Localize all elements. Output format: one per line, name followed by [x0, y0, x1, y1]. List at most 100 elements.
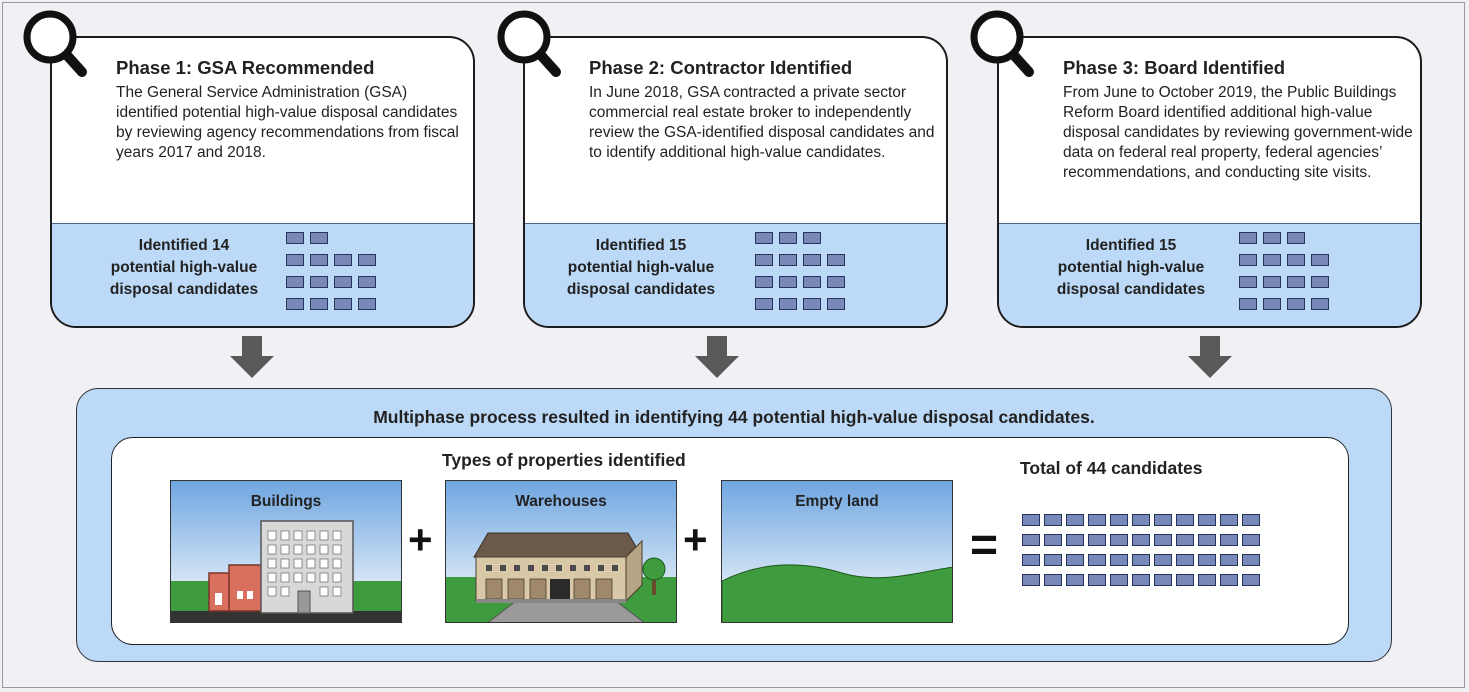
- candidate-square: [1239, 276, 1257, 288]
- candidate-square: [286, 254, 304, 266]
- total-title: Total of 44 candidates: [1020, 458, 1203, 478]
- candidate-square: [1242, 574, 1260, 586]
- candidate-square: [1220, 554, 1238, 566]
- candidate-square: [1287, 298, 1305, 310]
- phase-1-title: Phase 1: GSA Recommended: [116, 57, 375, 78]
- candidate-square: [1311, 254, 1329, 266]
- plus-sign-2: +: [683, 516, 708, 563]
- phase-2-card: Phase 2: Contractor Identified In June 2…: [523, 36, 948, 328]
- candidate-square: [358, 276, 376, 288]
- candidate-square: [1239, 232, 1257, 244]
- empty-land-tile: Empty land: [721, 480, 953, 623]
- phase-2-description: In June 2018, GSA contracted a private s…: [589, 84, 935, 161]
- candidate-square: [1242, 534, 1260, 546]
- candidate-square: [1198, 574, 1216, 586]
- candidate-square: [1110, 534, 1128, 546]
- candidate-square: [310, 232, 328, 244]
- candidate-square: [1242, 554, 1260, 566]
- candidate-square: [1263, 276, 1281, 288]
- phase-2-title: Phase 2: Contractor Identified: [589, 57, 853, 78]
- candidate-square: [803, 254, 821, 266]
- buildings-tile: Buildings: [170, 480, 402, 623]
- result-panel: Multiphase process resulted in identifyi…: [76, 388, 1392, 662]
- warehouse-icon: [446, 481, 676, 622]
- candidate-square: [1132, 554, 1150, 566]
- candidate-square: [1154, 514, 1172, 526]
- candidate-square: [1066, 514, 1084, 526]
- phase-3-description: From June to October 2019, the Public Bu…: [1063, 84, 1413, 181]
- type-label-empty-land: Empty land: [795, 493, 879, 510]
- candidate-square: [803, 298, 821, 310]
- candidate-square: [779, 298, 797, 310]
- phase-3-down-arrow-icon: [1188, 336, 1232, 378]
- candidate-square: [827, 276, 845, 288]
- candidate-square: [310, 276, 328, 288]
- candidate-square: [1022, 514, 1040, 526]
- candidate-square: [1176, 534, 1194, 546]
- candidate-square: [334, 298, 352, 310]
- candidate-square: [779, 232, 797, 244]
- candidate-square: [1198, 514, 1216, 526]
- candidate-square: [1311, 298, 1329, 310]
- candidate-square: [286, 276, 304, 288]
- warehouses-tile: Warehouses: [445, 480, 677, 623]
- candidate-square: [1110, 514, 1128, 526]
- candidate-square: [334, 276, 352, 288]
- candidate-square: [755, 232, 773, 244]
- candidate-square: [803, 276, 821, 288]
- phase-1-card: Phase 1: GSA Recommended The General Ser…: [50, 36, 475, 328]
- phase-1-description: The General Service Administration (GSA)…: [116, 84, 459, 161]
- property-types-panel: Types of properties identified Total of …: [111, 437, 1349, 645]
- phase-1-count-text: Identified 14 potential high-value dispo…: [109, 237, 259, 298]
- phase-3-magnifier-icon: [970, 10, 1034, 77]
- candidate-square: [1220, 574, 1238, 586]
- candidate-square: [1239, 298, 1257, 310]
- candidate-square: [1110, 574, 1128, 586]
- candidate-square: [1176, 514, 1194, 526]
- phase-2-magnifier-icon: [497, 10, 561, 77]
- candidate-square: [1022, 574, 1040, 586]
- candidate-square: [1154, 574, 1172, 586]
- phase-3-card: Phase 3: Board Identified From June to O…: [997, 36, 1422, 328]
- candidate-square: [1132, 514, 1150, 526]
- candidate-square: [1044, 514, 1062, 526]
- phase-3-count-panel: Identified 15 potential high-value dispo…: [999, 223, 1420, 326]
- phase-2-down-arrow-icon: [695, 336, 739, 378]
- candidate-square: [1088, 534, 1106, 546]
- candidate-square: [286, 232, 304, 244]
- candidate-square: [1176, 574, 1194, 586]
- candidate-square: [827, 254, 845, 266]
- candidate-square: [1022, 534, 1040, 546]
- candidate-square: [1088, 514, 1106, 526]
- candidate-square: [755, 276, 773, 288]
- candidate-square: [334, 254, 352, 266]
- candidate-square: [755, 298, 773, 310]
- candidate-square: [1220, 514, 1238, 526]
- equals-sign: =: [970, 519, 999, 572]
- phase-3-title: Phase 3: Board Identified: [1063, 57, 1286, 78]
- phase-2-count-text: Identified 15 potential high-value dispo…: [566, 237, 716, 298]
- candidate-square: [779, 254, 797, 266]
- empty-land-icon: [722, 481, 952, 622]
- plus-sign-1: +: [408, 516, 433, 563]
- candidate-square: [755, 254, 773, 266]
- phase-1-down-arrow-icon: [230, 336, 274, 378]
- candidate-square: [1242, 514, 1260, 526]
- types-title: Types of properties identified: [442, 450, 686, 470]
- candidate-square: [310, 254, 328, 266]
- candidate-square: [1220, 534, 1238, 546]
- candidate-square: [358, 298, 376, 310]
- candidate-square: [286, 298, 304, 310]
- candidate-square: [1154, 534, 1172, 546]
- candidate-square: [1022, 554, 1040, 566]
- candidate-square: [1066, 534, 1084, 546]
- candidate-square: [1044, 554, 1062, 566]
- candidate-square: [1176, 554, 1194, 566]
- candidate-square: [803, 232, 821, 244]
- candidate-square: [1088, 574, 1106, 586]
- candidate-square: [1239, 254, 1257, 266]
- candidate-square: [310, 298, 328, 310]
- candidate-square: [827, 298, 845, 310]
- candidate-square: [1311, 276, 1329, 288]
